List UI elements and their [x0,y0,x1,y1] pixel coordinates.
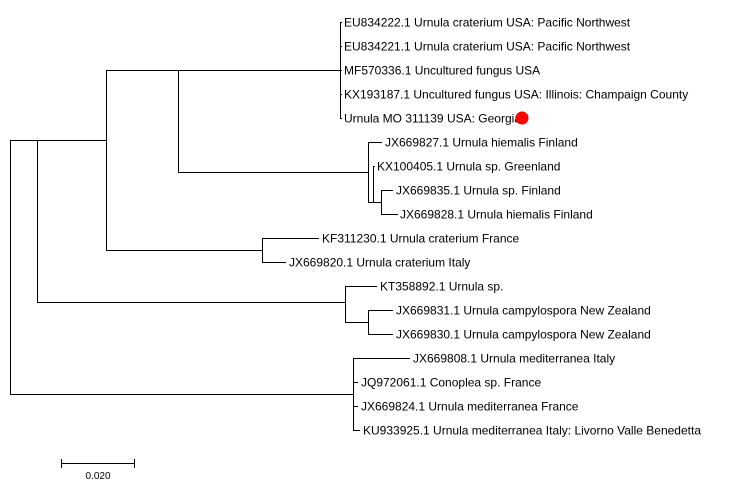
leaf-label: JX669835.1 Urnula sp. Finland [396,184,561,198]
leaf-label: KT358892.1 Urnula sp. [380,280,503,294]
leaf-label: JX669824.1 Urnula mediterranea France [361,400,579,414]
leaf-label: EU834221.1 Urnula craterium USA: Pacific… [344,40,631,54]
leaf-label: KF311230.1 Urnula craterium France [322,232,520,246]
highlight-marker-red-circle [515,111,529,125]
leaf-label: JX669827.1 Urnula hiemalis Finland [385,136,578,150]
leaf-label: JX669830.1 Urnula campylospora New Zeala… [396,328,651,342]
leaf-label: JQ972061.1 Conoplea sp. France [361,376,541,390]
leaf-label-highlighted: Urnula MO 311139 USA: Georgia [344,112,521,126]
leaf-label: JX669808.1 Urnula mediterranea Italy [413,352,615,366]
leaf-label: KU933925.1 Urnula mediterranea Italy: Li… [363,424,701,438]
leaf-label: JX669820.1 Urnula craterium Italy [289,256,470,270]
leaf-label: JX669828.1 Urnula hiemalis Finland [400,208,593,222]
leaf-label: MF570336.1 Uncultured fungus USA [344,64,540,78]
leaf-label: EU834222.1 Urnula craterium USA: Pacific… [344,16,631,30]
leaf-label: KX100405.1 Urnula sp. Greenland [377,160,560,174]
leaf-label: JX669831.1 Urnula campylospora New Zeala… [396,304,651,318]
scale-bar-label: 0.020 [85,471,110,482]
leaf-label: KX193187.1 Uncultured fungus USA: Illino… [344,88,688,102]
